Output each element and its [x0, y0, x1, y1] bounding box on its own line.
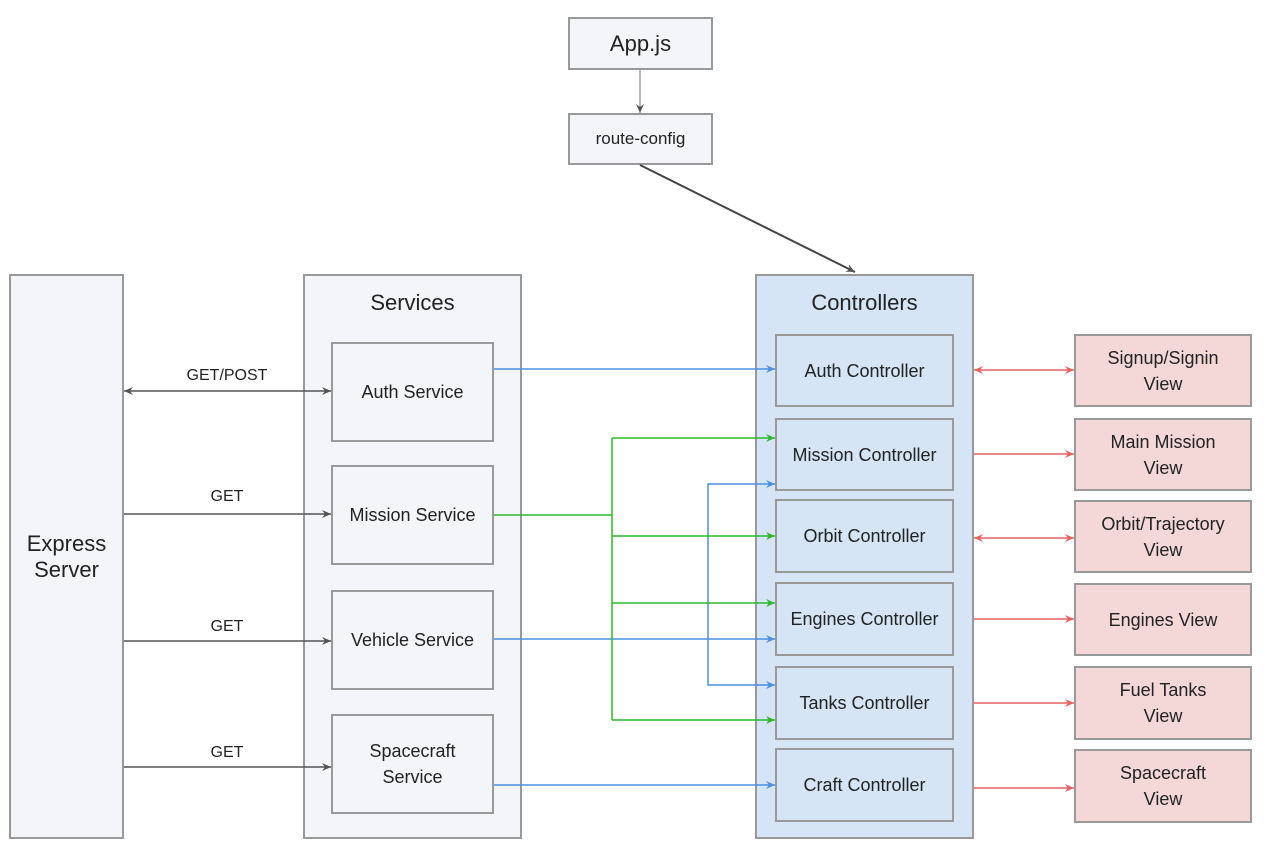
auth-service-node: Auth Service — [331, 342, 494, 442]
orbit-controller-node: Orbit Controller — [775, 499, 954, 573]
edge-label-spacecraft: GET — [210, 744, 244, 761]
controllers-title: Controllers — [811, 290, 918, 315]
engines-view-node: Engines View — [1074, 583, 1252, 656]
services-title: Services — [370, 290, 455, 315]
spacecraft-view-node: Spacecraft View — [1074, 749, 1252, 823]
route-config-node: route-config — [568, 113, 713, 165]
express-server-node: Express Server — [9, 274, 124, 839]
tanks-controller-node: Tanks Controller — [775, 666, 954, 740]
spacecraft-service-node: Spacecraft Service — [331, 714, 494, 814]
engines-controller-node: Engines Controller — [775, 582, 954, 656]
signup-signin-view-node: Signup/Signin View — [1074, 334, 1252, 407]
orbit-trajectory-view-node: Orbit/Trajectory View — [1074, 500, 1252, 573]
edge-label-mission: GET — [210, 488, 244, 505]
vehicle-service-node: Vehicle Service — [331, 590, 494, 690]
edge-route-controllers — [639, 164, 856, 273]
app-js-node: App.js — [568, 17, 713, 70]
mission-controller-node: Mission Controller — [775, 418, 954, 491]
craft-controller-node: Craft Controller — [775, 748, 954, 822]
edge-label-vehicle: GET — [210, 618, 244, 635]
mission-service-node: Mission Service — [331, 465, 494, 565]
main-mission-view-node: Main Mission View — [1074, 418, 1252, 491]
auth-controller-node: Auth Controller — [775, 334, 954, 407]
fuel-tanks-view-node: Fuel Tanks View — [1074, 666, 1252, 740]
edge-label-auth: GET/POST — [186, 367, 268, 384]
